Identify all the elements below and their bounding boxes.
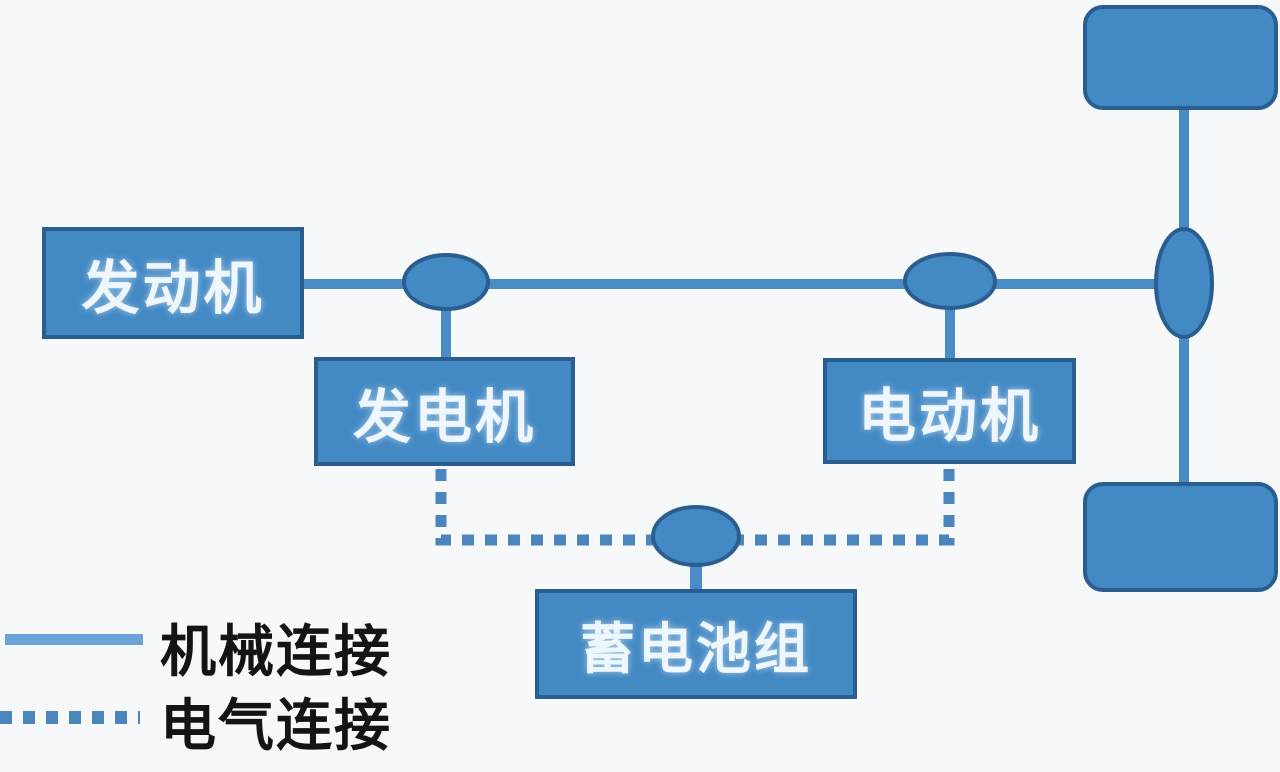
electrical-line-motor-battery [738,469,955,546]
front-wheel-node [1083,5,1278,110]
junction-ellipse-generator [402,253,490,311]
junction-ellipse-battery [651,505,741,567]
legend-electrical-line-swatch [0,711,140,724]
electrical-line-generator-battery [435,469,655,546]
legend-electrical-label: 电气连接 [160,694,392,757]
rear-wheel-node [1083,482,1278,592]
generator-node: 发电机 [314,357,575,466]
motor-node: 电动机 [823,358,1076,464]
junction-ellipse-axle [1154,227,1214,339]
engine-node: 发动机 [42,227,304,339]
engine-label: 发动机 [81,256,265,321]
legend-mechanical-label: 机械连接 [160,620,392,683]
motor-label: 电动机 [857,384,1041,449]
junction-ellipse-motor [903,252,997,310]
generator-label: 发电机 [352,384,536,450]
battery-node: 蓄电池组 [535,589,857,699]
legend-mechanical-line-swatch [5,634,143,645]
battery-label: 蓄电池组 [579,618,812,680]
